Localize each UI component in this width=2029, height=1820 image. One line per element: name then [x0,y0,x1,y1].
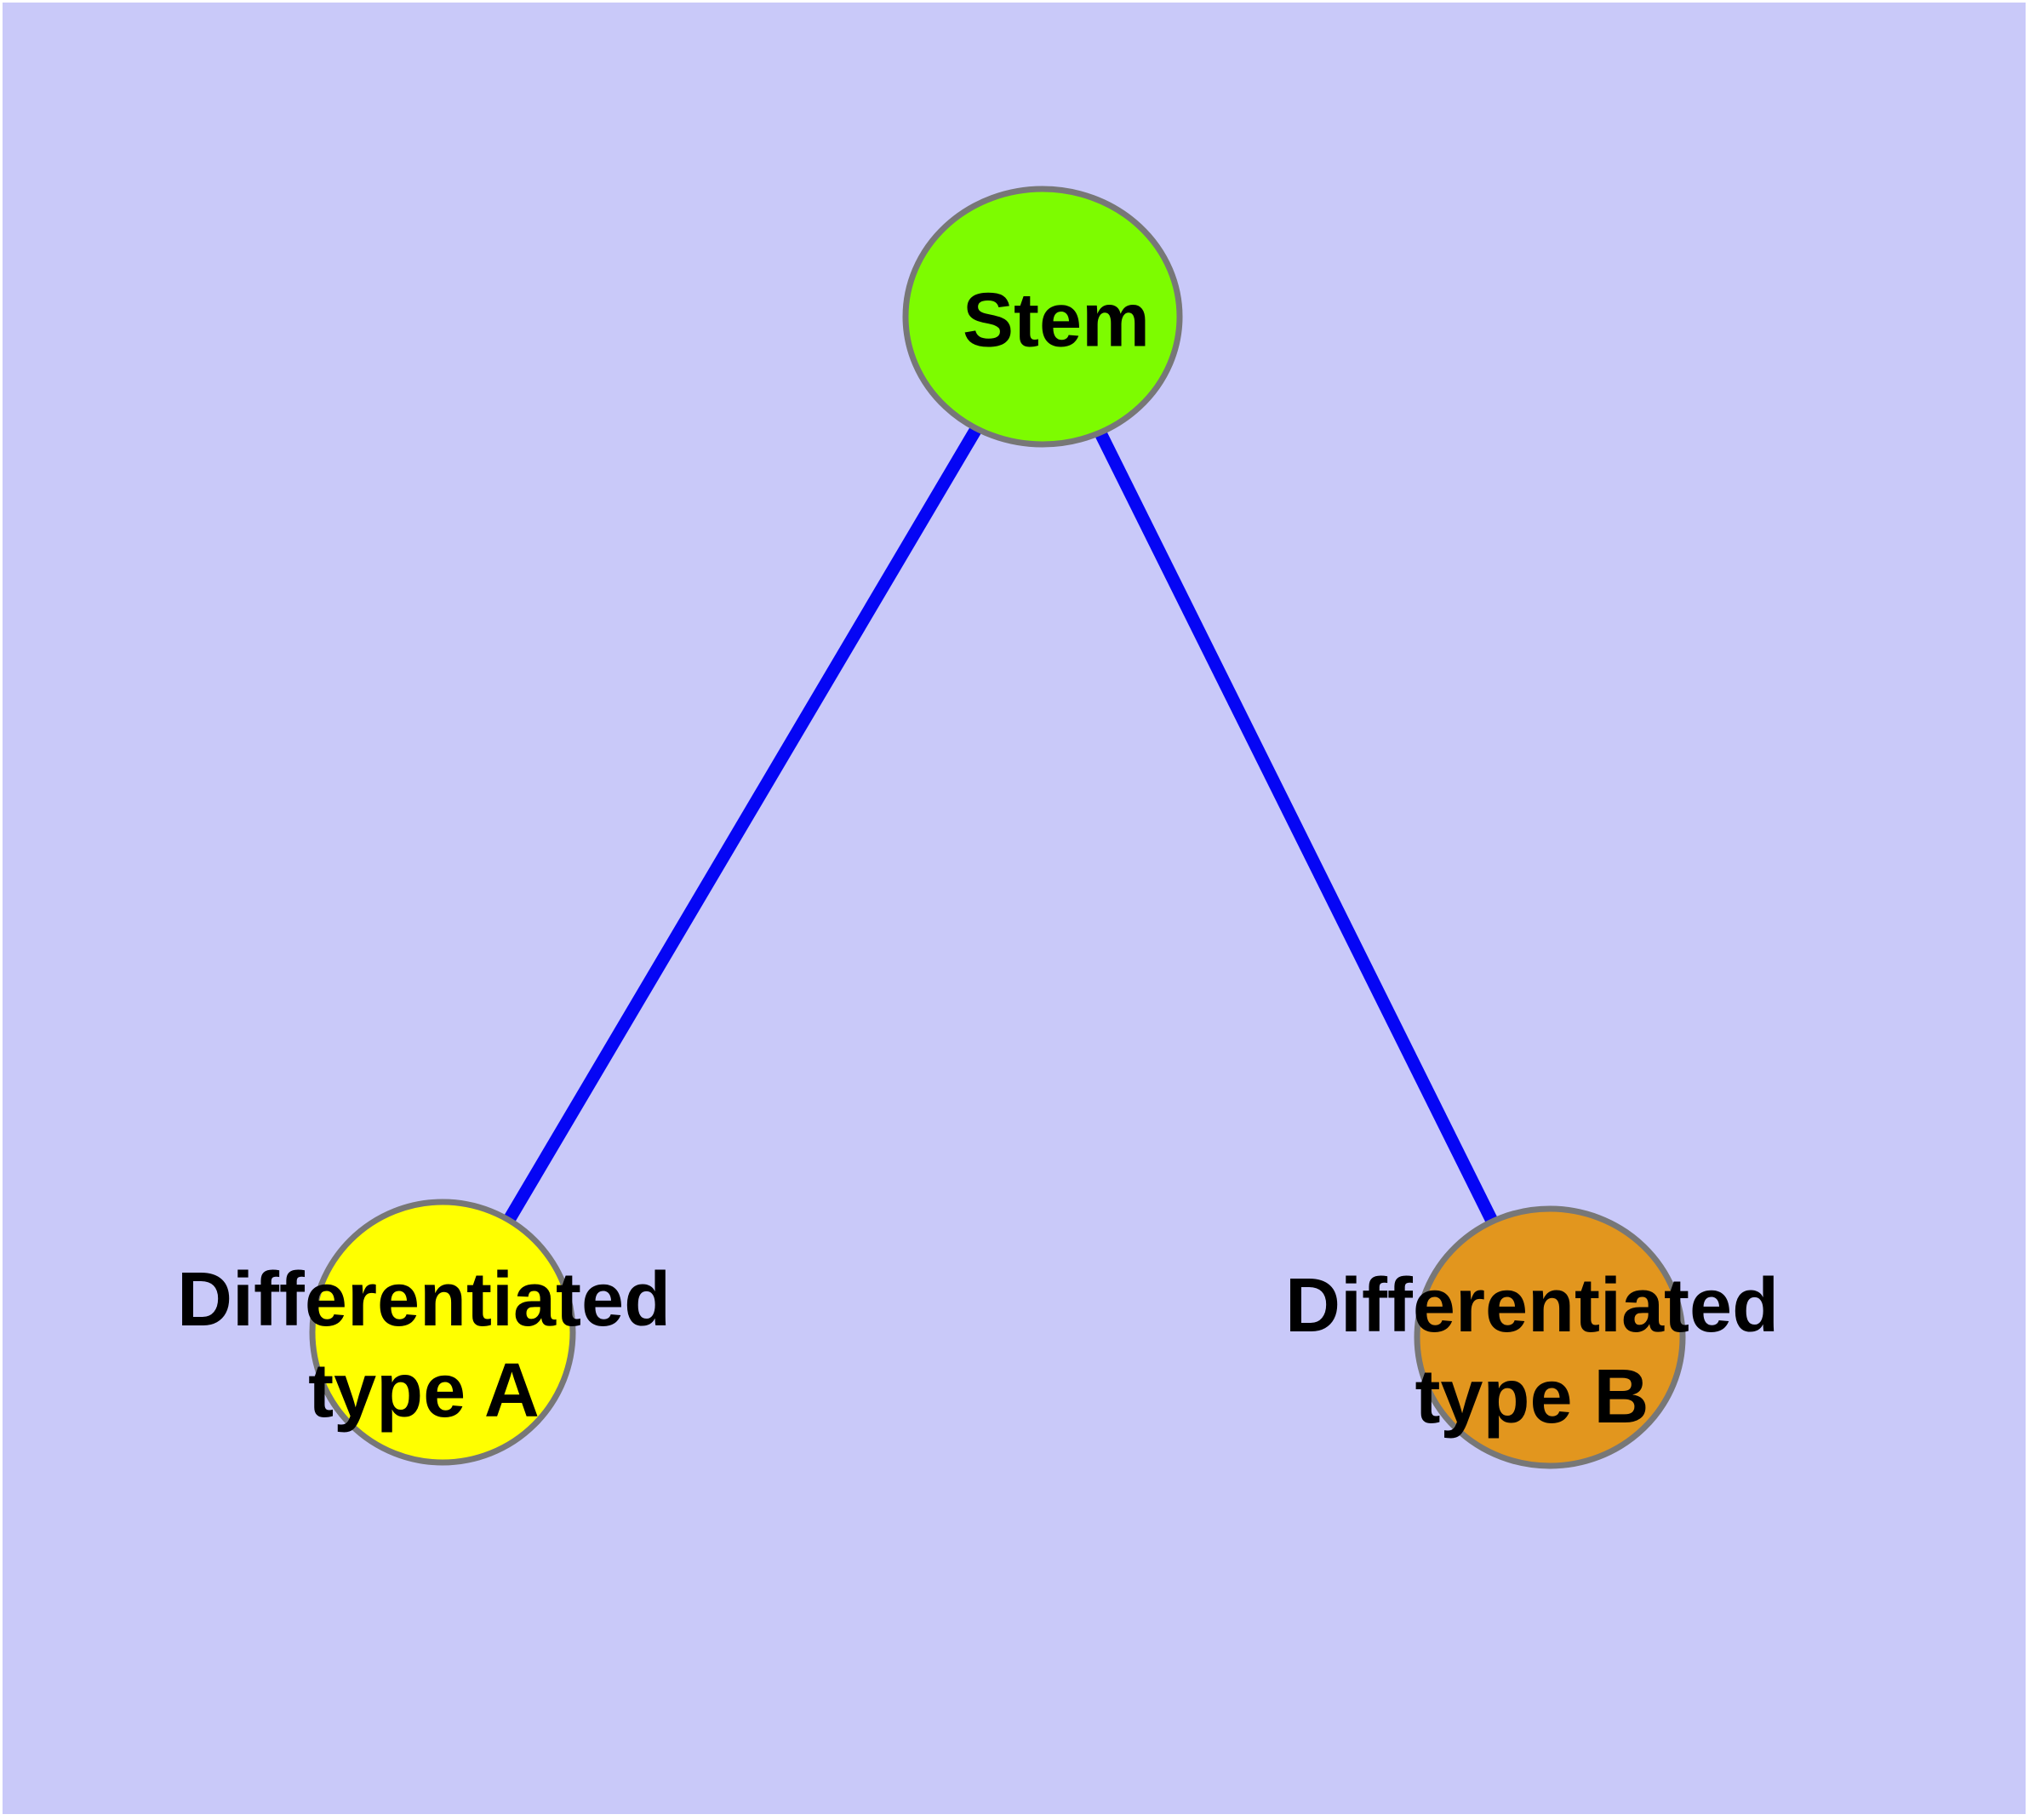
node-type-b [1414,1205,1686,1469]
edge-stem-to-type-b [1037,313,1556,1341]
node-type-a [309,1199,576,1466]
node-stem [902,186,1183,448]
edge-stem-to-type-a [437,313,1049,1336]
